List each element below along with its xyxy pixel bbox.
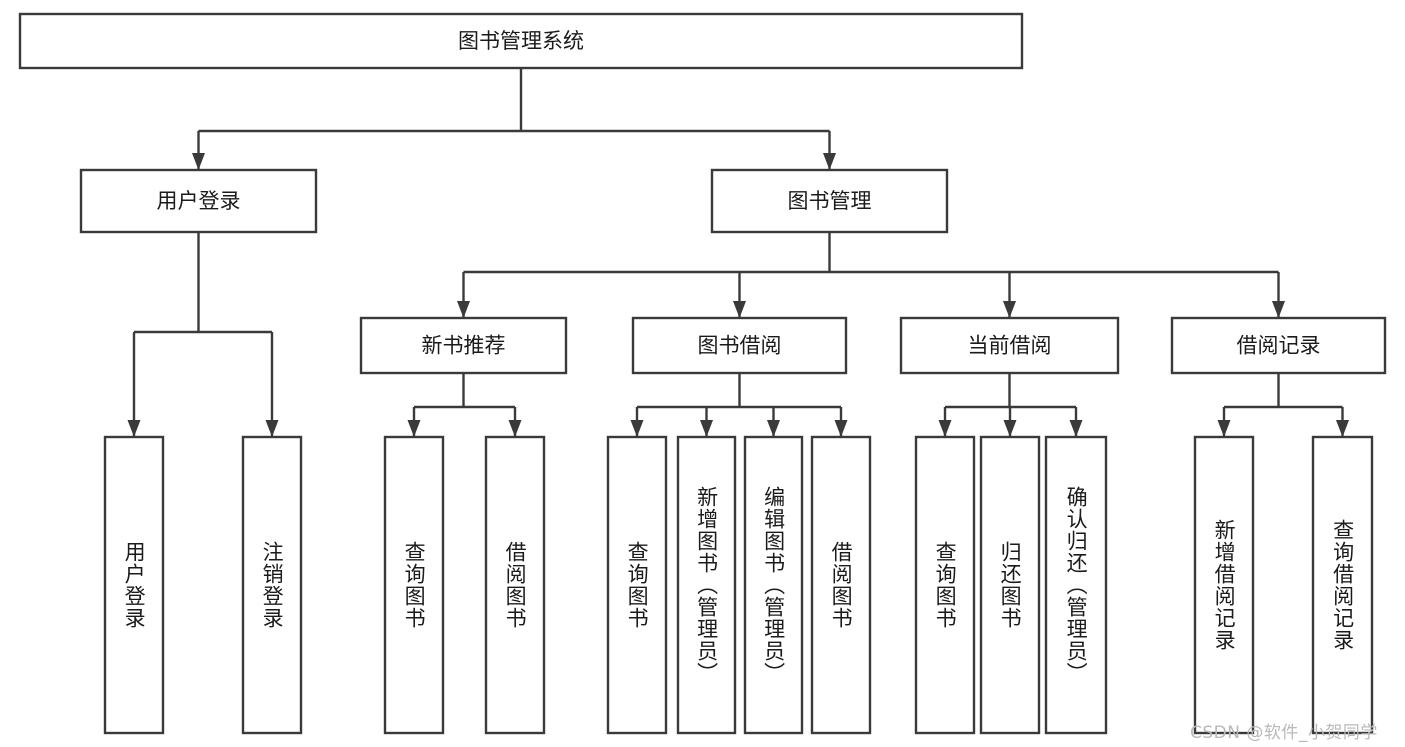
node-box-borrow-record — [1170, 316, 1387, 375]
arrow-head-current-borrow — [1003, 301, 1016, 318]
node-label-current-borrow: 当前借阅 — [968, 334, 1052, 358]
node-leaf-query-borrow-record[interactable] — [1311, 435, 1374, 735]
node-leaf-add-book-admin[interactable] — [676, 435, 737, 735]
node-leaf-add-borrow-record[interactable] — [1193, 435, 1255, 735]
node-box-leaf-logout-login — [241, 435, 303, 735]
node-box-current-borrow — [899, 316, 1120, 375]
arrow-head-book-manage — [823, 153, 836, 170]
node-leaf-confirm-return-admin[interactable] — [1044, 435, 1108, 735]
watermark: CSDN @软件_小贺同学 — [1190, 723, 1378, 743]
arrow-head-leaf-borrow-book-rec — [508, 420, 522, 437]
node-user-login[interactable]: 用户登录 — [79, 168, 318, 234]
arrow-head-new-book-recommend — [457, 301, 470, 318]
node-box-leaf-add-book-admin — [676, 435, 737, 735]
node-leaf-borrow-book[interactable] — [810, 435, 872, 735]
arrow-head-user-login — [192, 153, 205, 170]
node-box-leaf-confirm-return-admin — [1044, 435, 1108, 735]
node-leaf-query-book-rec[interactable] — [383, 435, 445, 735]
arrow-head-leaf-query-book-rec — [407, 420, 421, 437]
node-box-leaf-query-book-rec — [383, 435, 445, 735]
node-book-borrow[interactable]: 图书借阅 — [631, 316, 848, 375]
arrow-head-leaf-add-book-admin — [700, 420, 713, 437]
node-leaf-borrow-book-rec[interactable] — [484, 435, 546, 735]
node-box-leaf-return-book — [979, 435, 1041, 735]
node-label-new-book-recommend: 新书推荐 — [422, 334, 506, 358]
node-label-book-borrow: 图书借阅 — [698, 334, 782, 358]
node-label-borrow-record: 借阅记录 — [1237, 334, 1321, 358]
node-box-leaf-query-book-current — [914, 435, 976, 735]
node-leaf-query-book-current[interactable] — [914, 435, 976, 735]
node-label-user-login: 用户登录 — [157, 189, 241, 213]
node-box-leaf-user-login — [103, 435, 165, 735]
node-box-leaf-query-borrow-record — [1311, 435, 1374, 735]
node-box-user-login — [79, 168, 318, 234]
node-box-root — [18, 12, 1024, 70]
arrow-head-leaf-borrow-book — [834, 420, 848, 437]
arrow-head-leaf-user-login — [127, 420, 141, 437]
arrow-head-leaf-query-book-borrow — [630, 420, 644, 437]
node-current-borrow[interactable]: 当前借阅 — [899, 316, 1120, 375]
node-box-leaf-borrow-book — [810, 435, 872, 735]
arrow-head-leaf-confirm-return-admin — [1069, 420, 1083, 437]
node-box-book-borrow — [631, 316, 848, 375]
arrow-head-leaf-return-book — [1003, 420, 1017, 437]
node-box-new-book-recommend — [359, 316, 568, 375]
node-leaf-query-book-borrow[interactable] — [606, 435, 668, 735]
node-root[interactable]: 图书管理系统 — [18, 12, 1024, 70]
arrow-head-leaf-logout-login — [265, 420, 279, 437]
arrow-head-leaf-add-borrow-record — [1217, 420, 1231, 437]
arrow-head-book-borrow — [733, 301, 746, 318]
node-leaf-return-book[interactable] — [979, 435, 1041, 735]
node-borrow-record[interactable]: 借阅记录 — [1170, 316, 1387, 375]
node-box-leaf-borrow-book-rec — [484, 435, 546, 735]
node-box-leaf-edit-book-admin — [743, 435, 804, 735]
arrow-head-leaf-query-book-current — [938, 420, 952, 437]
node-label-root: 图书管理系统 — [458, 29, 584, 53]
node-label-book-manage: 图书管理 — [788, 189, 872, 213]
arrow-head-leaf-edit-book-admin — [767, 420, 780, 437]
arrow-head-borrow-record — [1272, 301, 1285, 318]
node-leaf-logout-login[interactable] — [241, 435, 303, 735]
connector-layer — [127, 68, 1349, 437]
node-box-leaf-add-borrow-record — [1193, 435, 1255, 735]
node-box-book-manage — [710, 168, 949, 234]
node-leaf-user-login[interactable] — [103, 435, 165, 735]
node-new-book-recommend[interactable]: 新书推荐 — [359, 316, 568, 375]
node-box-leaf-query-book-borrow — [606, 435, 668, 735]
node-book-manage[interactable]: 图书管理 — [710, 168, 949, 234]
node-leaf-edit-book-admin[interactable] — [743, 435, 804, 735]
arrow-head-leaf-query-borrow-record — [1336, 420, 1349, 437]
